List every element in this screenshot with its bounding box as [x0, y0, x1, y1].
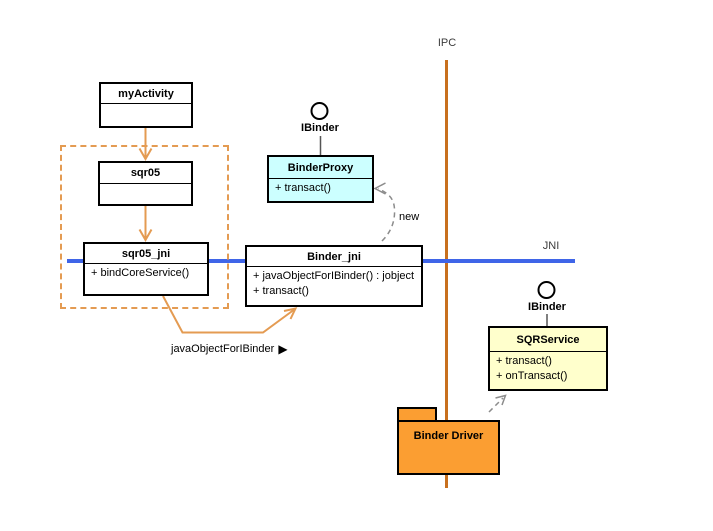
arrow-driver-service-dashed [488, 397, 504, 413]
class-title: sqr05 [100, 163, 191, 184]
class-title: myActivity [101, 84, 191, 104]
direction-right-icon: ▶ [278, 342, 288, 356]
class-box-myactivity: myActivity [99, 82, 193, 128]
javaobjectforibinder-label: javaObjectForIBinder ▶ [171, 343, 288, 355]
class-method: + transact() [253, 285, 309, 297]
class-method: + onTransact() [496, 370, 568, 382]
class-body [100, 184, 191, 186]
arrowhead-upright-icon [495, 394, 507, 406]
class-body: + transact() + onTransact() [490, 352, 606, 384]
class-body: + bindCoreService() [85, 264, 207, 281]
class-body: + transact() [269, 179, 372, 196]
interface-lollipop-icon [310, 102, 329, 120]
package-binder-driver: Binder Driver [397, 420, 500, 475]
class-method: + bindCoreService() [91, 267, 190, 279]
class-box-binderproxy: BinderProxy + transact() [267, 155, 374, 203]
ipc-label: IPC [437, 37, 457, 49]
javaobjectforibinder-text: javaObjectForIBinder [171, 343, 275, 355]
class-body [101, 104, 191, 106]
class-box-sqr05: sqr05 [98, 161, 193, 206]
new-label: new [399, 211, 420, 223]
ibinder-label: IBinder [301, 122, 339, 134]
class-title: BinderProxy [269, 157, 372, 179]
arrowhead-down-icon [138, 229, 153, 243]
arrowhead-down-icon [138, 148, 153, 162]
class-box-binderjni: Binder_jni + javaObjectForIBinder() : jo… [245, 245, 423, 307]
class-box-sqrservice: SQRService + transact() + onTransact() [488, 326, 608, 391]
arrow-new-dashed [377, 187, 396, 242]
arrowhead-left-icon [373, 182, 386, 195]
class-title: sqr05_jni [85, 244, 207, 264]
class-title: SQRService [490, 328, 606, 352]
class-method: + transact() [496, 355, 552, 367]
jni-label: JNI [542, 240, 560, 252]
ibinder-label: IBinder [528, 301, 566, 313]
class-method: + transact() [275, 182, 331, 194]
class-body: + javaObjectForIBinder() : jobject + tra… [247, 267, 421, 299]
class-method: + javaObjectForIBinder() : jobject [253, 270, 415, 282]
arrowhead-upright-icon [283, 307, 298, 320]
package-title: Binder Driver [413, 430, 484, 442]
native-group-frame [60, 145, 229, 309]
arrow-javaobjectforibinder [162, 295, 296, 334]
class-title: Binder_jni [247, 247, 421, 267]
class-box-sqr05jni: sqr05_jni + bindCoreService() [83, 242, 209, 296]
interface-lollipop-icon [537, 281, 556, 299]
